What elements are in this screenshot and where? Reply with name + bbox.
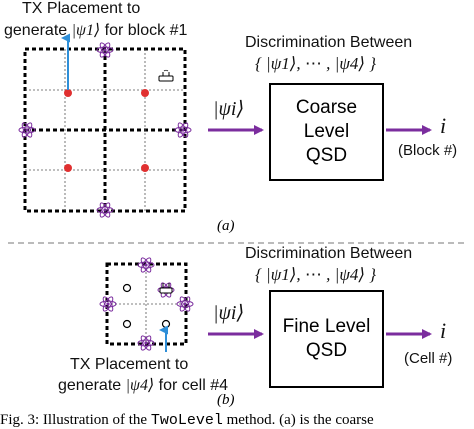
psi-set-bottom: { |ψ1⟩, ⋯ , |ψ4⟩ } [255,265,377,284]
figure-caption: Fig. 3: Illustration of the TwoLevel met… [0,412,374,429]
tx-label-bottom-line1: TX Placement to [70,356,189,373]
atom-icon [174,121,192,139]
output-sub-bottom: (Cell #) [404,350,453,367]
receiver-dot [141,164,149,172]
psi1-symbol: |ψ1⟩ [71,22,101,39]
output-sub-top: (Block #) [398,142,458,159]
coarse-qsd-line1: Coarse Level [295,97,358,142]
receiver-dot [141,89,149,97]
receiver-dot [64,164,72,172]
panel-label-b: (b) [217,392,235,408]
output-i-bottom: i [440,318,447,343]
receiver-dot [122,283,132,293]
sensor-router-icon [157,281,175,299]
fine-qsd-line1: Fine Level [282,316,371,337]
receiver-dot [64,89,72,97]
cell-grid-bottom [105,262,188,346]
coarse-qsd-line2: QSD [305,145,348,166]
receiver-dot [161,319,171,329]
receiver-dot [122,319,132,329]
psi-i-label-top: |ψi⟩ [213,98,245,120]
tx-label-top-line2: generate |ψ1⟩ for block #1 [4,22,188,39]
tx-label-top-line1: TX Placement to [22,0,141,17]
block-grid-top [23,47,187,213]
output-i-top: i [440,113,447,138]
method-name: TwoLevel [150,412,223,429]
panel-label-a: (a) [217,218,235,234]
disc-title-top: Discrimination Between [245,34,413,51]
router-icon [158,69,174,82]
coarse-qsd-box: Coarse Level QSD [269,83,384,181]
psi-i-label-bottom: |ψi⟩ [213,302,245,324]
tx-label-bottom-line2: generate |ψ4⟩ for cell #4 [58,377,229,394]
psi-set-top: { |ψ1⟩, ⋯ , |ψ4⟩ } [255,54,377,73]
fine-qsd-box: Fine Level QSD [269,290,384,388]
red-dots-top [64,89,149,172]
psi4-symbol: |ψ4⟩ [125,377,155,394]
atom-icon [99,295,117,313]
fine-qsd-line2: QSD [305,340,348,361]
disc-title-bottom: Discrimination Between [245,245,413,262]
